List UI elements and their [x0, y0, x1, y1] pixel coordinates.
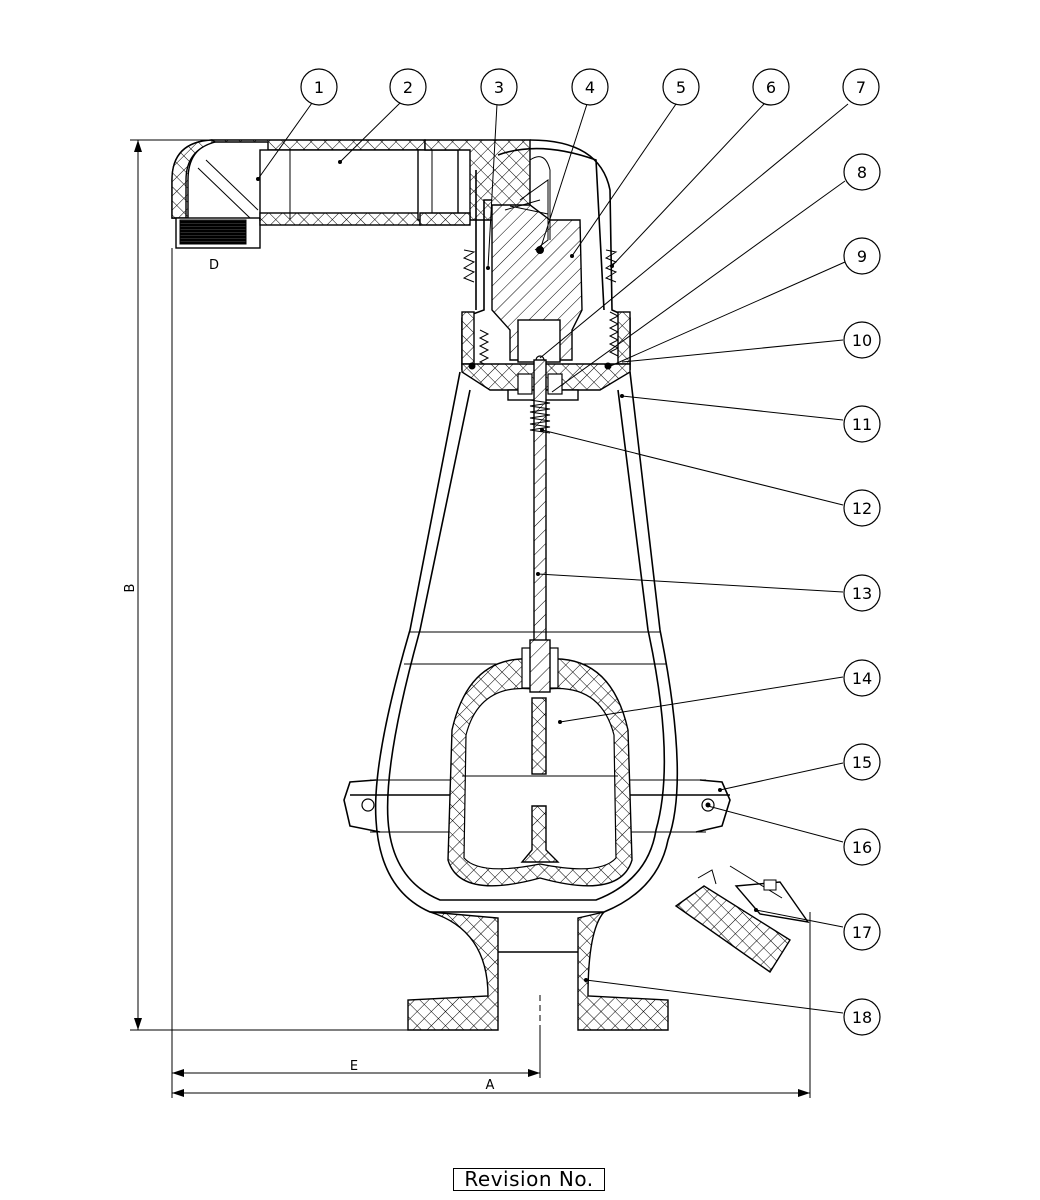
svg-text:13: 13: [852, 584, 872, 603]
part-balloon-8: 8: [843, 153, 881, 191]
svg-text:11: 11: [852, 415, 872, 434]
part-balloon-14: 14: [843, 659, 881, 697]
part-balloon-13: 13: [843, 574, 881, 612]
revision-number-box: Revision No.: [453, 1168, 605, 1191]
dimension-d-label: D: [209, 258, 219, 273]
drain-valve: [674, 865, 810, 973]
part-balloon-17: 17: [843, 913, 881, 951]
svg-text:14: 14: [852, 669, 872, 688]
part-balloon-15: 15: [843, 743, 881, 781]
svg-text:9: 9: [857, 247, 867, 266]
svg-text:15: 15: [852, 753, 872, 772]
part-balloon-12: 12: [843, 489, 881, 527]
inlet-flange: [407, 910, 669, 1070]
part-balloon-2: 2: [389, 68, 427, 106]
part-balloon-10: 10: [843, 321, 881, 359]
ball-float: [447, 639, 633, 887]
svg-text:5: 5: [676, 78, 686, 97]
part-balloon-7: 7: [842, 68, 880, 106]
dimension-e-label: E: [350, 1059, 358, 1074]
leader-lines: [257, 102, 849, 1014]
dimension-a-label: A: [486, 1078, 495, 1093]
inner-float: [491, 156, 583, 363]
part-balloon-1: 1: [300, 68, 338, 106]
svg-text:7: 7: [856, 78, 866, 97]
part-balloon-4: 4: [571, 68, 609, 106]
svg-text:18: 18: [852, 1008, 872, 1027]
svg-text:2: 2: [403, 78, 413, 97]
leader-endpoints: [256, 160, 758, 982]
svg-text:4: 4: [585, 78, 595, 97]
part-balloon-9: 9: [843, 237, 881, 275]
svg-text:12: 12: [852, 499, 872, 518]
svg-text:3: 3: [494, 78, 504, 97]
part-balloon-11: 11: [843, 405, 881, 443]
dimension-lines: [130, 139, 811, 1098]
part-balloon-16: 16: [843, 828, 881, 866]
svg-text:6: 6: [766, 78, 776, 97]
svg-text:8: 8: [857, 163, 867, 182]
svg-text:16: 16: [852, 838, 872, 857]
part-balloon-18: 18: [843, 998, 881, 1036]
svg-text:10: 10: [852, 331, 872, 350]
float-stem: [529, 359, 551, 661]
upper-housing: [461, 139, 631, 370]
svg-text:17: 17: [852, 923, 872, 942]
svg-text:1: 1: [314, 78, 324, 97]
part-balloon-6: 6: [752, 68, 790, 106]
dimension-b-label: B: [123, 584, 138, 593]
outlet-elbow: [171, 139, 531, 249]
revision-label: Revision No.: [464, 1167, 594, 1191]
part-balloon-5: 5: [662, 68, 700, 106]
part-balloon-3: 3: [480, 68, 518, 106]
